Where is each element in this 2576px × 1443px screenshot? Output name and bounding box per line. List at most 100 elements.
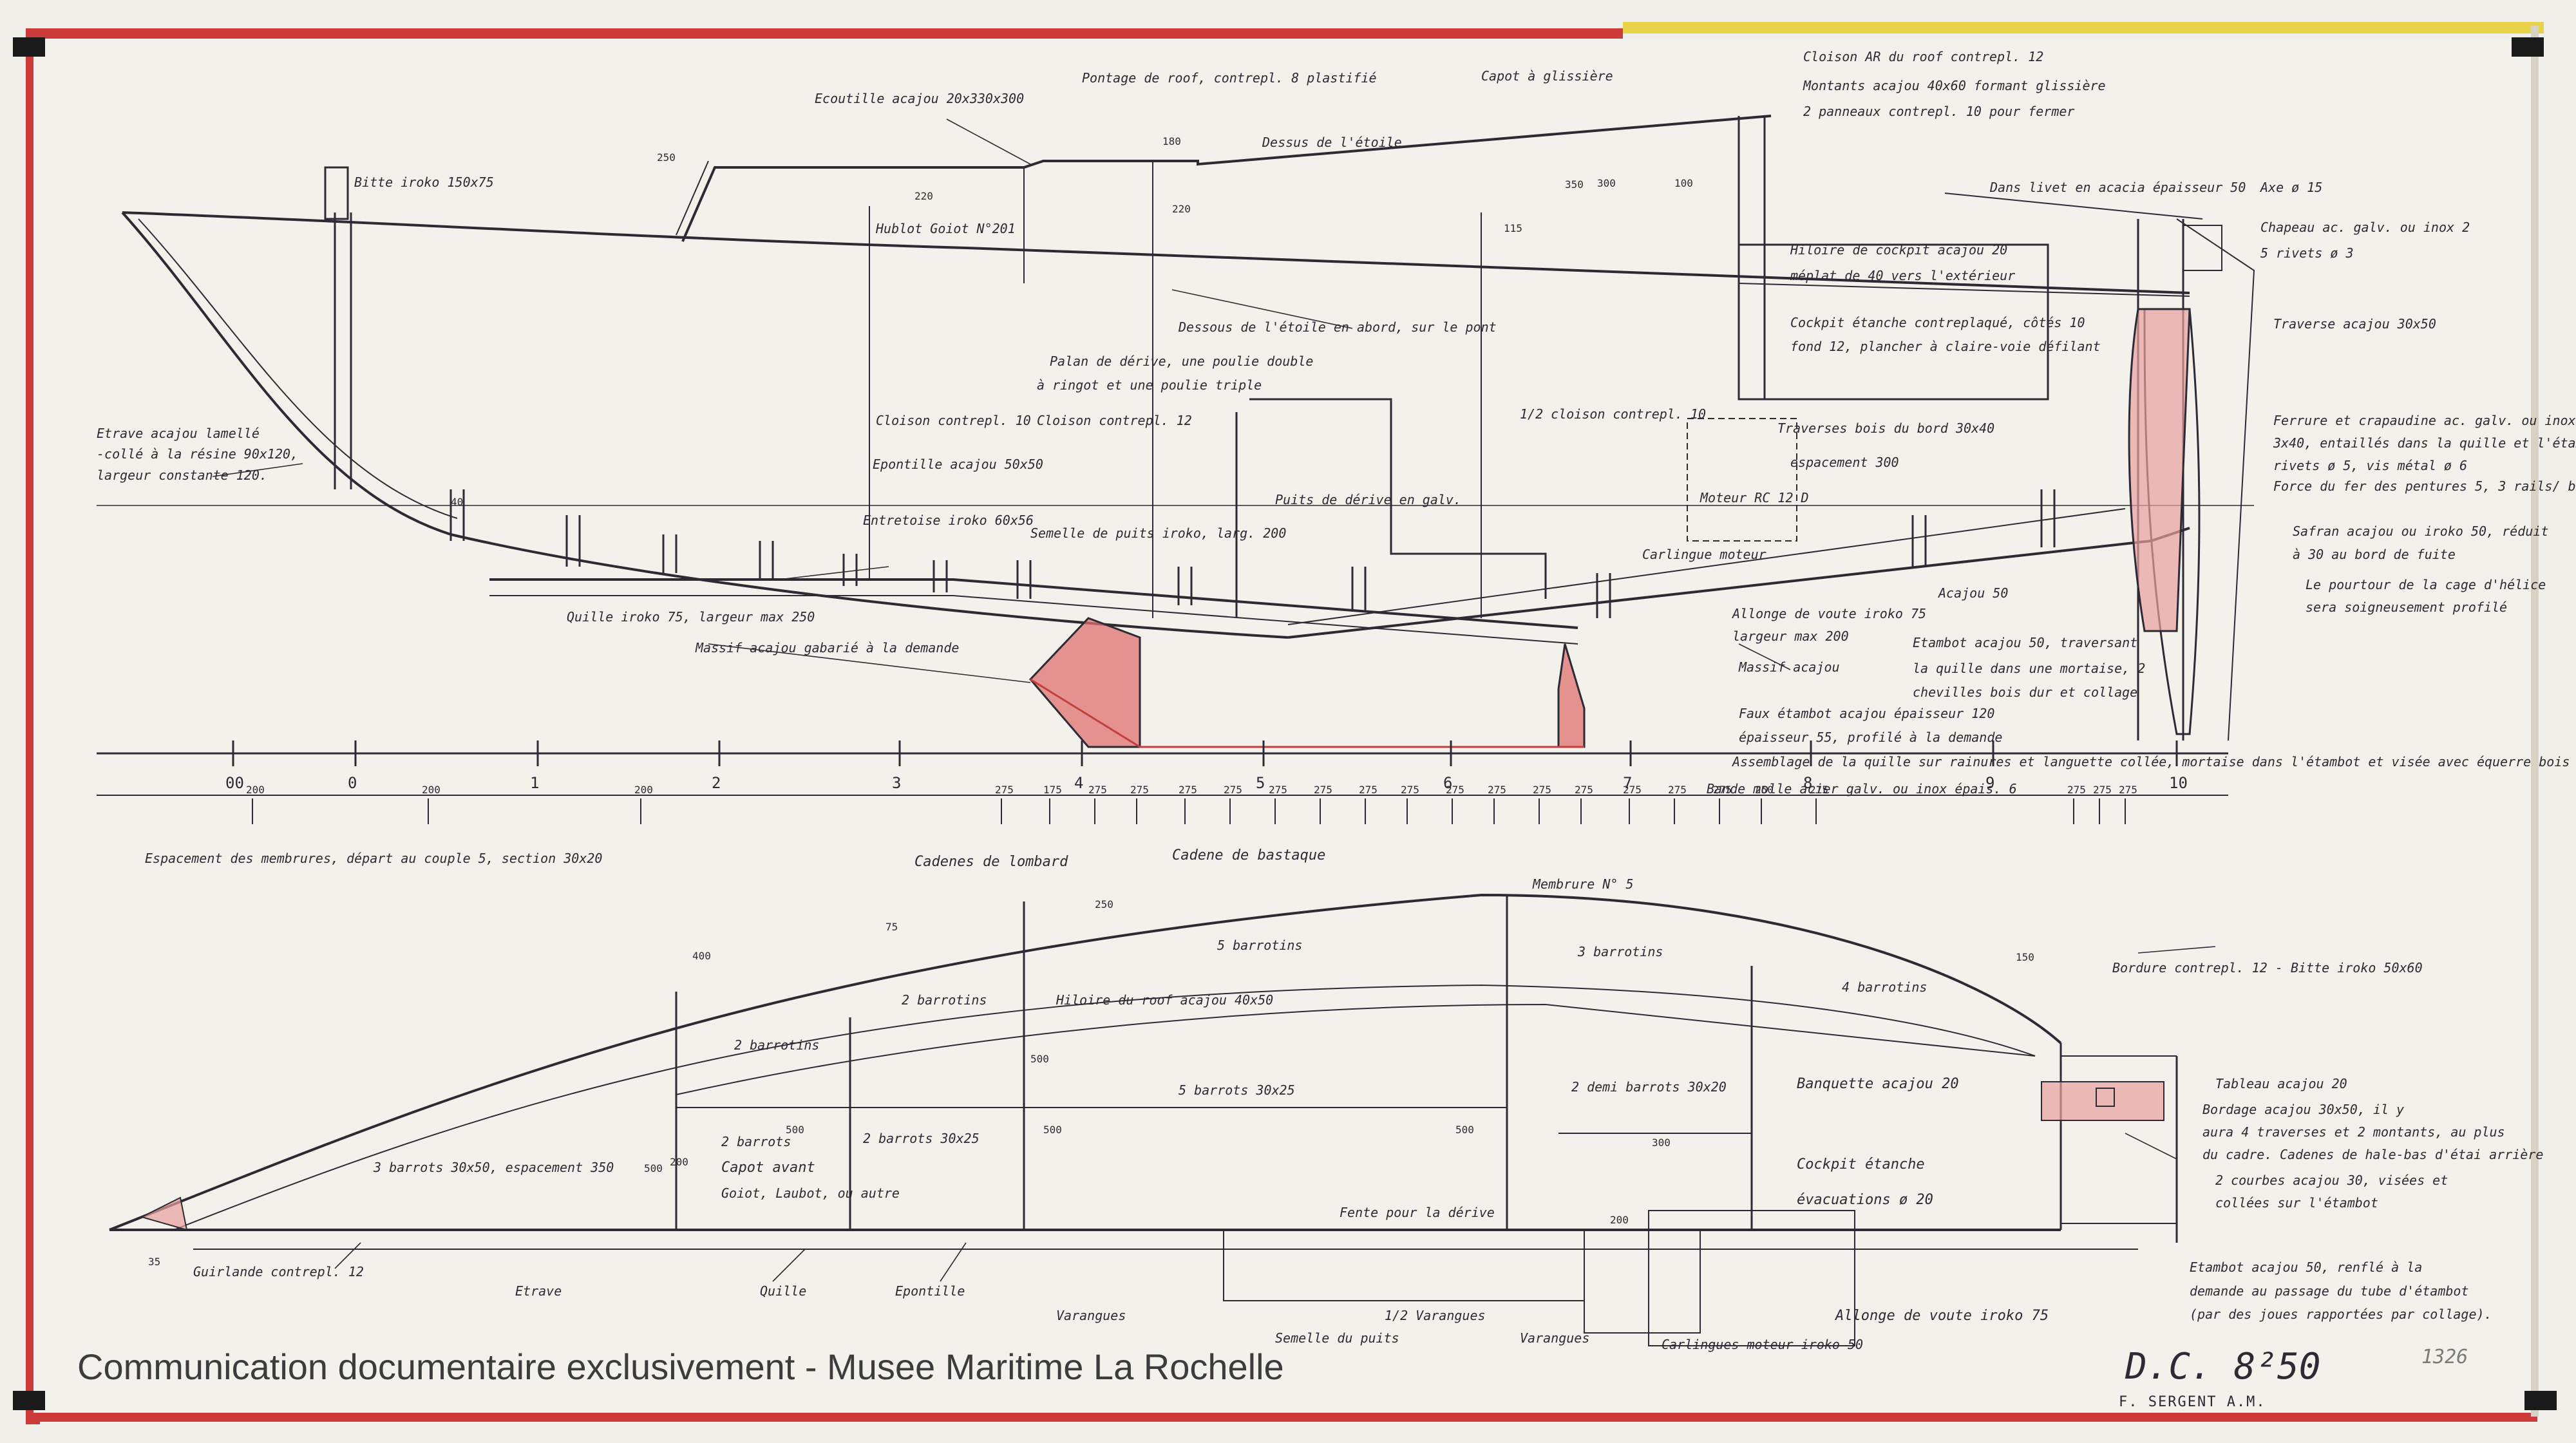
profile-labels: Bitte iroko 150x75 Ecoutille acajou 20x3… — [97, 49, 2576, 797]
label-dessous-etoile: Dessous de l'étoile en abord, sur le pon… — [1178, 319, 1497, 335]
plan-view — [109, 893, 2178, 1346]
label-allonge-plan: Allonge de voute iroko 75 — [1834, 1308, 2049, 1324]
pin-tr — [2512, 37, 2544, 57]
label-banquette: Banquette acajou 20 — [1797, 1076, 1959, 1092]
label-faux-etambot: Faux étambot acajou épaisseur 120 — [1739, 706, 1994, 721]
dim-20: 200 — [670, 1156, 688, 1168]
dim-10: 350 — [1565, 178, 1584, 191]
archive-caption: Communication documentaire exclusivement… — [77, 1346, 1284, 1387]
frame-spacing-label: 275 — [2093, 784, 2112, 796]
label-montants: Montants acajou 40x60 formant glissière — [1803, 78, 2106, 93]
label-goiot: Goiot, Laubot, ou autre — [721, 1185, 900, 1201]
frame-spacing-label: 275 — [1446, 784, 1464, 796]
label-moteur: Moteur RC 12 D — [1700, 490, 1809, 505]
dim-4: 500 — [1455, 1124, 1474, 1136]
frame-spacing-label: 275 — [1314, 784, 1332, 796]
label-fente: Fente pour la dérive — [1340, 1205, 1495, 1220]
frame-spacing-label: 275 — [1668, 784, 1687, 796]
station-label: 4 — [1074, 774, 1083, 792]
label-ferrure: Ferrure et crapaudine ac. galv. ou inox — [2273, 413, 2576, 428]
label-hublot: Hublot Goiot N°201 — [875, 221, 1016, 236]
label-semelle: Semelle de puits iroko, larg. 200 — [1030, 525, 1286, 541]
label-capot-avant: Capot avant — [721, 1160, 815, 1176]
station-label: 2 — [712, 774, 721, 792]
station-label: 00 — [225, 774, 244, 792]
dim-19: 300 — [1652, 1136, 1671, 1149]
frame-spacing-label: 200 — [422, 784, 440, 796]
label-semelle-puits: Semelle du puits — [1275, 1330, 1399, 1346]
label-etambot3: chevilles bois dur et collage — [1913, 684, 2137, 700]
label-etrave: Etrave acajou lamellé — [97, 426, 260, 441]
frame-spacing-label: 275 — [995, 784, 1014, 796]
frame-spacing-label: 200 — [246, 784, 265, 796]
label-panneaux: 2 panneaux contrepl. 10 pour fermer — [1803, 104, 2074, 119]
label-traverse: Traverse acajou 30x50 — [2273, 316, 2436, 332]
label-cadenes-lombard: Cadenes de lombard — [914, 854, 1068, 870]
dim-7: 500 — [786, 1124, 804, 1136]
label-demi-barrots: 2 demi barrots 30x20 — [1571, 1079, 1727, 1095]
dim-6: 400 — [692, 950, 711, 962]
frame-spacing-label: 275 — [1224, 784, 1242, 796]
label-assemblage: Assemblage de la quille sur rainures et … — [1731, 754, 2576, 769]
station-label: 8 — [1803, 774, 1812, 792]
label-barrots-3: 3 barrots 30x50, espacement 350 — [373, 1160, 614, 1175]
label-quille-plan: Quille — [760, 1283, 806, 1299]
dim-17: 115 — [1504, 222, 1522, 234]
label-barrotins5: 5 barrotins — [1217, 938, 1302, 953]
label-cadene-bastaque: Cadene de bastaque — [1172, 847, 1325, 863]
frame-spacing-label: 275 — [1088, 784, 1107, 796]
label-etrave-plan: Etrave — [515, 1283, 562, 1299]
frame-spacing-label: 275 — [1179, 784, 1197, 796]
frame-spacing-label: 275 — [1713, 784, 1732, 796]
label-demi-cloison: 1/2 cloison contrepl. 10 — [1520, 406, 1706, 422]
pin-bl — [13, 1391, 45, 1410]
label-barrotins2b: 2 barrotins — [734, 1037, 819, 1053]
label-epontille: Epontille acajou 50x50 — [873, 457, 1043, 472]
label-espacement300: espacement 300 — [1790, 455, 1899, 470]
label-bordage2: aura 4 traverses et 2 montants, au plus — [2202, 1124, 2505, 1140]
frame-spacing-label: 275 — [1488, 784, 1506, 796]
label-ecoutille: Ecoutille acajou 20x330x300 — [815, 91, 1024, 106]
label-massif-acajou: Massif acajou — [1738, 659, 1840, 675]
station-label: 6 — [1443, 774, 1452, 792]
label-etambot-plan: Etambot acajou 50, renflé à la — [2190, 1259, 2422, 1275]
label-bordure: Bordure contrepl. 12 - Bitte iroko 50x60 — [2112, 960, 2423, 976]
label-bordage3: du cadre. — [2202, 1147, 2272, 1162]
label-demi-varangues: 1/2 Varangues — [1385, 1308, 1486, 1323]
label-cadenes-etai: Cadenes de hale-bas d'étai arrière — [2280, 1147, 2543, 1162]
label-quille: Quille iroko 75, largeur max 250 — [567, 609, 815, 625]
label-varangues2: Varangues — [1520, 1330, 1589, 1346]
pin-tl — [13, 37, 45, 57]
label-cloison10: Cloison contrepl. 10 — [876, 413, 1031, 428]
label-faux-etambot2: épaisseur 55, profilé à la demande — [1739, 730, 2002, 745]
dim-5: 500 — [1030, 1053, 1049, 1065]
profile-frames — [450, 489, 2056, 618]
label-palan: Palan de dérive, une poulie double — [1050, 354, 1313, 369]
station-label: 10 — [2169, 774, 2188, 792]
label-chapeau2: 5 rivets ø 3 — [2260, 245, 2354, 261]
dim-22: 35 — [148, 1256, 160, 1268]
label-barrots-2: 2 barrots — [721, 1134, 791, 1149]
frame-spacing-label: 275 — [1401, 784, 1419, 796]
label-varangues: Varangues — [1056, 1308, 1126, 1323]
drawing-reference: D.C. 8²50 — [2125, 1346, 2321, 1388]
frame-spacing-label: 275 — [1533, 784, 1551, 796]
label-etambot: Etambot acajou 50, traversant — [1913, 635, 2137, 650]
border-top-red — [26, 28, 1623, 39]
plan-labels: Espacement des membrures, départ au coup… — [145, 847, 2543, 1352]
label-evacuations: évacuations ø 20 — [1797, 1192, 1933, 1208]
pin-br — [2524, 1391, 2557, 1410]
station-label: 5 — [1256, 774, 1265, 792]
dim-8: 150 — [2016, 951, 2034, 963]
frame-spacing-label: 275 — [1359, 784, 1378, 796]
station-scale — [97, 752, 2228, 796]
dim-15: 180 — [1162, 135, 1181, 147]
label-etambot-plan2: demande au passage du tube d'étambot — [2190, 1283, 2468, 1299]
label-massif: Massif acajou gabarié à la demande — [695, 640, 959, 655]
dim-13: 300 — [1597, 177, 1616, 189]
label-membrure: Membrure N° 5 — [1532, 876, 1634, 892]
dim-18: 500 — [1043, 1124, 1062, 1136]
